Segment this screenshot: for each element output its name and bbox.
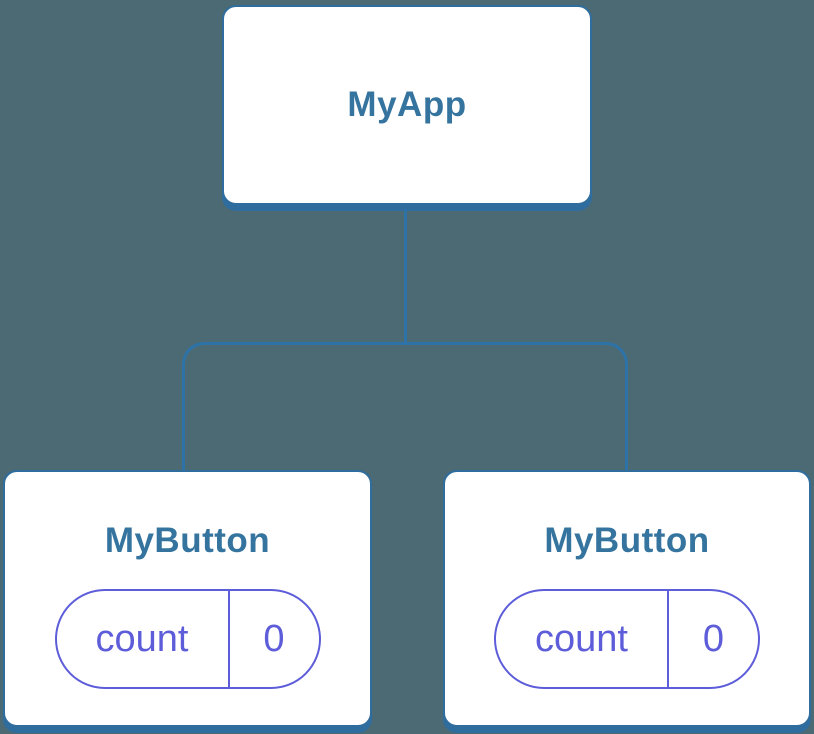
state-key-1: count: [95, 617, 189, 660]
state-pill-1: count 0: [54, 589, 321, 689]
component-card-myapp: MyApp: [222, 5, 592, 205]
state-pill-2: count 0: [494, 589, 760, 689]
component-card-mybutton-2: MyButton count 0: [443, 470, 811, 727]
tree-trunk-line: [404, 210, 407, 344]
tree-branch-bracket: [182, 342, 628, 470]
component-label-mybutton-2: MyButton: [544, 521, 710, 560]
state-value-2: 0: [667, 591, 758, 687]
state-key-2: count: [535, 617, 628, 660]
component-label-myapp: MyApp: [347, 85, 467, 124]
component-label-mybutton-1: MyButton: [104, 521, 271, 560]
component-card-mybutton-1: MyButton count 0: [3, 470, 372, 727]
state-value-1: 0: [227, 591, 319, 687]
